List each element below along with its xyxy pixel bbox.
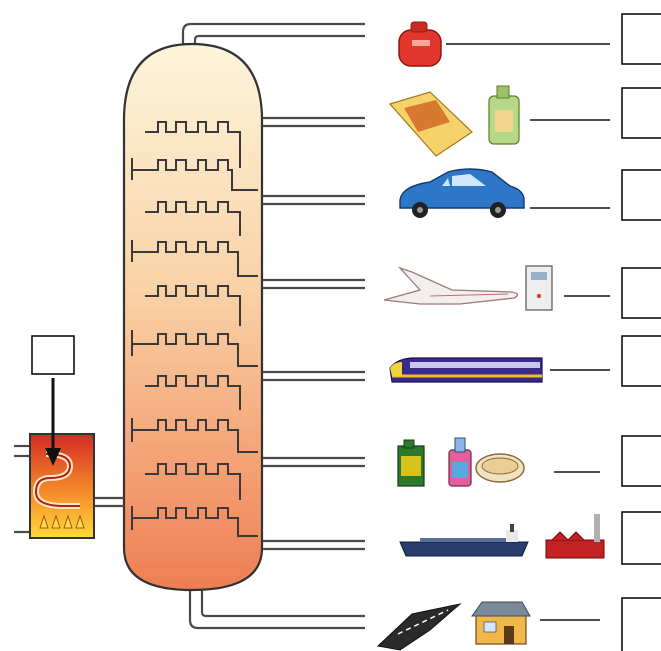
car-icon [399, 168, 525, 218]
ship-and-factory-icon [399, 514, 605, 559]
answer-box-6[interactable] [621, 435, 661, 487]
train-icon [389, 357, 543, 383]
feed-pipe [94, 496, 124, 508]
answer-box-3[interactable] [621, 169, 661, 221]
column-trays [131, 121, 258, 537]
answer-box-2[interactable] [621, 87, 661, 139]
gas-cylinder-icon [398, 21, 442, 67]
answer-box-1[interactable] [621, 13, 661, 65]
outlet-pipes [181, 22, 365, 630]
fractionating-column [122, 42, 264, 592]
answer-boxes [621, 13, 661, 651]
furnace-arrow [45, 378, 61, 466]
answer-box-5[interactable] [621, 335, 661, 387]
can-bottle-and-tin-icon [397, 437, 525, 487]
answer-box-4[interactable] [621, 267, 661, 319]
furnace-label-box[interactable] [31, 335, 75, 375]
jet-and-heater-icon [383, 265, 553, 311]
leader-lines [446, 43, 610, 621]
road-and-house-icon [376, 601, 531, 651]
answer-box-8[interactable] [621, 597, 661, 651]
answer-box-7[interactable] [621, 511, 661, 565]
furnace [14, 433, 95, 539]
packet-and-bottle-icon [388, 85, 520, 157]
